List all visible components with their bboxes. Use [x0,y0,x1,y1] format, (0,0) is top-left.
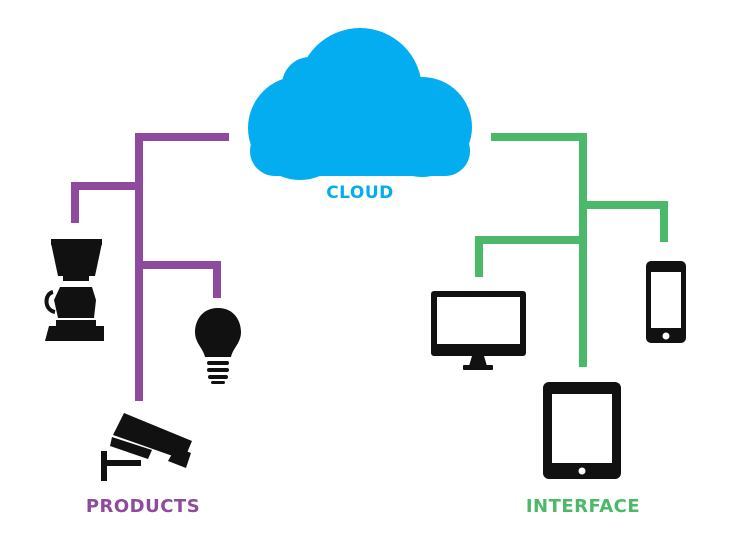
smartphone-icon [646,261,686,343]
security-camera-icon [101,413,192,481]
products-label: PRODUCTS [85,496,201,517]
tablet-icon [543,382,621,479]
monitor-icon [431,291,526,370]
coffee-maker-icon [44,239,104,341]
products-connector-lines [71,133,229,401]
interface-label: INTERFACE [525,496,641,517]
interface-connector-lines [475,133,668,367]
cloud-label: CLOUD [326,183,394,203]
cloud-icon [248,28,472,180]
light-bulb-icon [195,308,241,384]
